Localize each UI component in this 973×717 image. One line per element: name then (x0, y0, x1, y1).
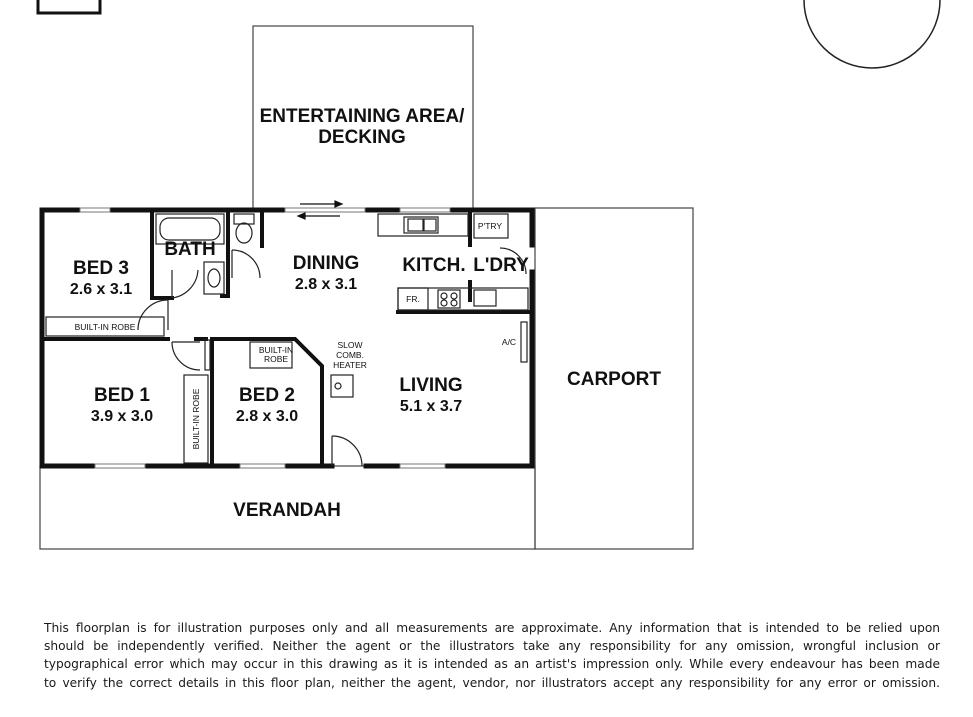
toilet-top (233, 213, 255, 225)
bench-top (377, 213, 469, 237)
windows (79, 207, 451, 469)
entertaining-label-line2: DECKING (318, 127, 406, 148)
heater-label-line3: HEATER (333, 360, 367, 370)
sliding-door-arrows (296, 200, 344, 220)
heater-label-line1: SLOW (337, 340, 362, 350)
bed1-dims: 3.9 x 3.0 (91, 408, 153, 425)
robe-bed1 (183, 374, 209, 464)
fridge (397, 287, 429, 311)
interior-walls (40, 208, 534, 468)
disclaimer-line: to verify the correct details in this fl… (44, 675, 940, 690)
door-swings (137, 247, 527, 467)
bath-fixtures (155, 213, 255, 295)
robe-bed3 (45, 316, 165, 337)
robe-bed2-label-line2: ROBE (264, 354, 288, 364)
aircon-label: A/C (502, 337, 516, 347)
floor-plan: ENTERTAINING AREA/ DECKING BATH BED 3 2.… (36, 0, 941, 550)
bathtub (155, 213, 225, 245)
bed3-dims: 2.6 x 3.1 (70, 281, 132, 298)
basin (203, 261, 225, 295)
kitchen-label: KITCH. (402, 255, 465, 276)
carport-area (534, 207, 694, 550)
robe-door-frame (204, 339, 211, 371)
sink (403, 216, 439, 234)
dining-dims: 2.8 x 3.1 (295, 276, 357, 293)
pantry (473, 213, 509, 239)
robe-bed2 (249, 341, 293, 369)
robe-bed2-label-line1: BUILT-IN (259, 345, 293, 355)
laundry-label: L'DRY (473, 255, 529, 276)
kitchen-benches (330, 213, 529, 398)
disclaimer: This floorplan is for illustration purpo… (44, 619, 940, 692)
robe-bed3-label: BUILT-IN ROBE (75, 322, 136, 332)
disclaimer-line: typographical error which may occur in t… (44, 657, 940, 672)
pantry-label: P'TRY (478, 221, 502, 231)
disclaimer-line: This floorplan is for illustration purpo… (44, 621, 940, 635)
bed1-label: BED 1 (94, 385, 150, 406)
cooktop (437, 289, 461, 309)
bed3-label: BED 3 (73, 258, 129, 279)
heater (330, 374, 354, 398)
fridge-label: FR. (406, 294, 420, 304)
robe-bed1-label: BUILT-IN ROBE (191, 388, 201, 449)
laundry-tub (473, 289, 497, 307)
entertaining-label: ENTERTAINING AREA/ (260, 106, 466, 127)
living-dims: 5.1 x 3.7 (400, 398, 462, 415)
verandah-label: VERANDAH (233, 500, 341, 521)
heater-label-line2: COMB. (336, 350, 364, 360)
bath-label: BATH (164, 239, 215, 260)
north-compass (803, 0, 941, 69)
bed2-dims: 2.8 x 3.0 (236, 408, 298, 425)
bed2-label: BED 2 (239, 385, 295, 406)
robes (45, 316, 293, 464)
carport-label: CARPORT (567, 369, 661, 390)
dining-label: DINING (293, 253, 360, 274)
living-label: LIVING (399, 375, 462, 396)
disclaimer-line: should be independently verified. Neithe… (44, 639, 940, 654)
logo-box-fragment (36, 0, 102, 15)
aircon-unit (520, 321, 528, 363)
